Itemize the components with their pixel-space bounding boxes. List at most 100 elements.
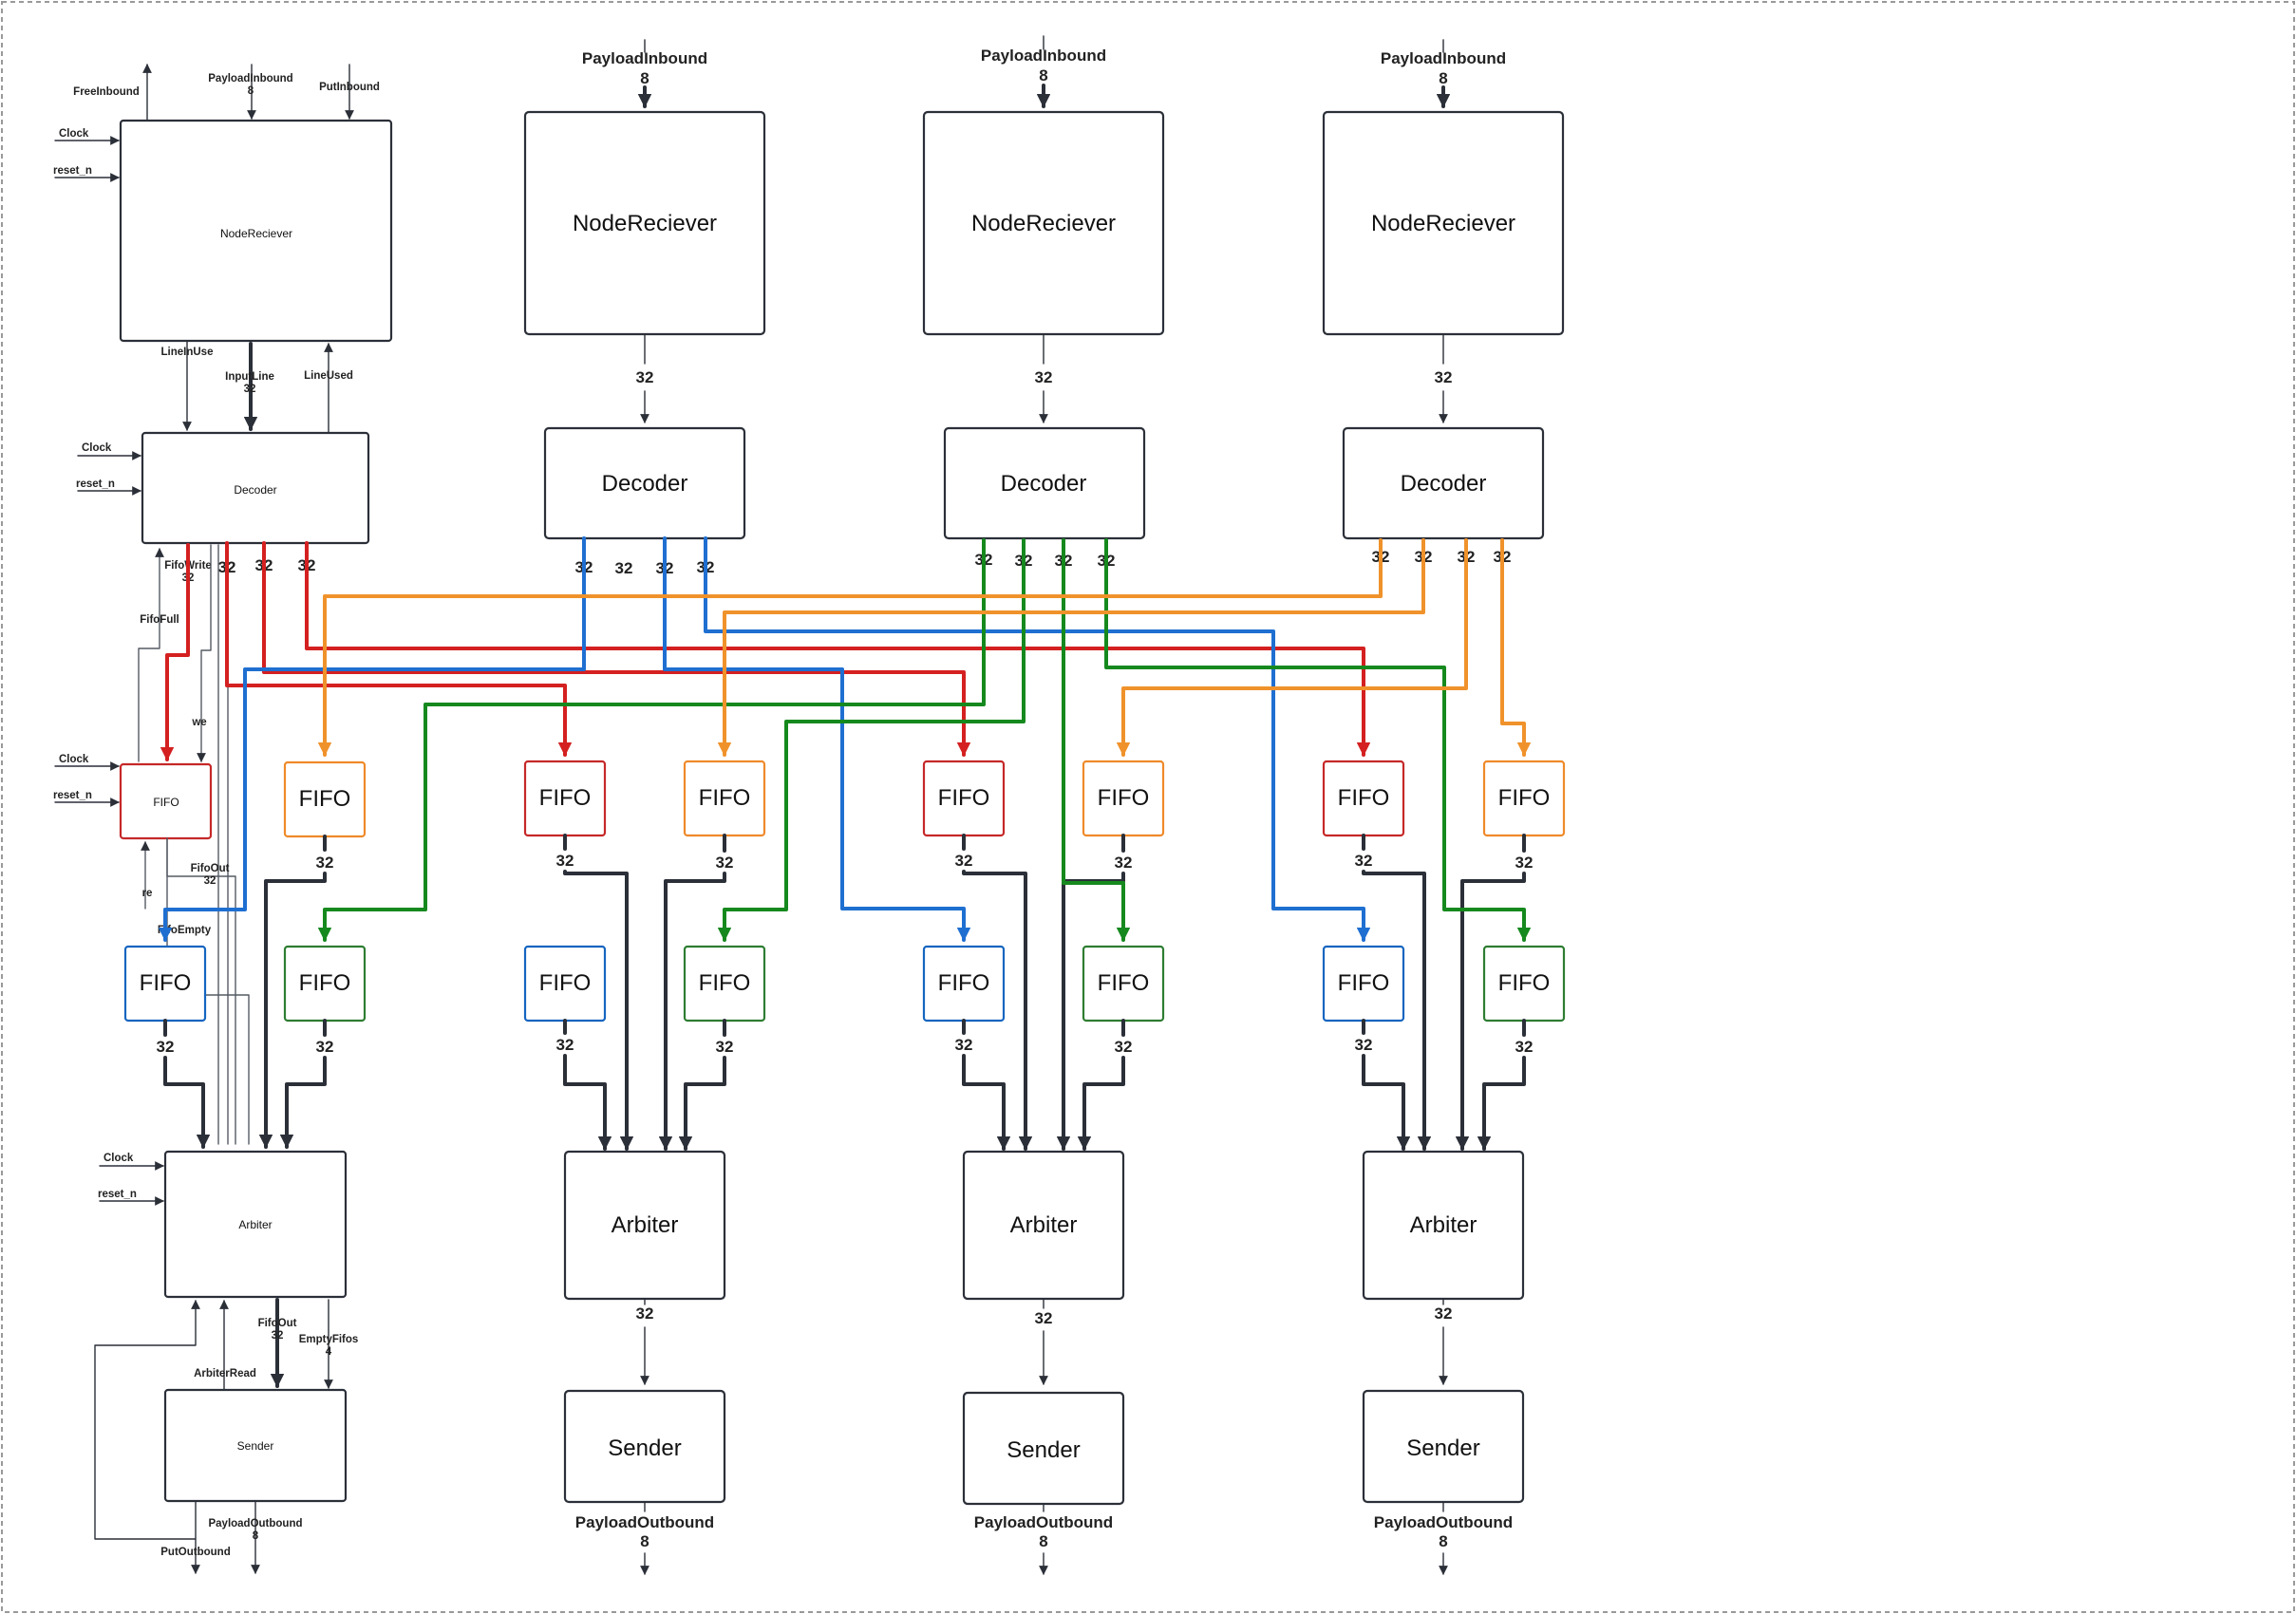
sender-2-label: Sender bbox=[608, 1436, 681, 1461]
fifo-1-blue-w: 32 bbox=[157, 1038, 175, 1056]
arb4-w: 32 bbox=[1435, 1304, 1453, 1323]
put-inbound-label: PutInbound bbox=[319, 82, 380, 93]
fifo-4-green-w: 32 bbox=[1515, 1038, 1534, 1056]
column-4: PayloadInbound 8 NodeReciever 32 Decoder… bbox=[1322, 39, 1566, 1575]
nr2-w: 32 bbox=[636, 368, 654, 386]
line-used-label: LineUsed bbox=[304, 370, 353, 382]
fifo-2-blue-label: FIFO bbox=[539, 970, 592, 996]
arb2-w: 32 bbox=[636, 1304, 654, 1323]
fifo-2-red-label: FIFO bbox=[539, 785, 592, 811]
fifo-4-green-label: FIFO bbox=[1498, 970, 1551, 996]
fifo-1-green-w: 32 bbox=[316, 1038, 334, 1056]
put-outbound-label: PutOutbound bbox=[160, 1547, 230, 1558]
sender-4-label: Sender bbox=[1406, 1436, 1479, 1461]
fifo-4-red-label: FIFO bbox=[1338, 785, 1390, 811]
arbiter-2-label: Arbiter bbox=[612, 1212, 679, 1238]
sender-1-label: Sender bbox=[237, 1439, 274, 1453]
payload-inbound-width-3: 8 bbox=[1039, 66, 1047, 84]
sender-3-label: Sender bbox=[1007, 1437, 1080, 1463]
fifo-4-blue-label: FIFO bbox=[1338, 970, 1390, 996]
fifo-2-red-w: 32 bbox=[556, 852, 574, 870]
re-label: re bbox=[142, 888, 153, 899]
arb3-w: 32 bbox=[1035, 1309, 1053, 1327]
line-in-use-label: LineInUse bbox=[161, 347, 214, 358]
payload-inbound-label-2: PayloadInbound bbox=[582, 49, 707, 67]
fifo-out-width-2: 32 bbox=[272, 1330, 284, 1342]
fifo-full-label: FifoFull bbox=[140, 614, 179, 626]
clock-label-3: Clock bbox=[59, 754, 89, 765]
dec2-w2: 32 bbox=[615, 559, 633, 577]
payload-outbound-width-3: 8 bbox=[1039, 1532, 1047, 1550]
fifo-1-orange-w: 32 bbox=[316, 854, 334, 872]
payload-inbound-label-4: PayloadInbound bbox=[1381, 49, 1506, 67]
nr3-w: 32 bbox=[1035, 368, 1053, 386]
fifo-1-blue-label: FIFO bbox=[140, 970, 192, 996]
fifo-2-orange-label: FIFO bbox=[699, 785, 751, 811]
nr4-w: 32 bbox=[1435, 368, 1453, 386]
fifo-out-label-2: FifoOut bbox=[258, 1318, 297, 1329]
fifo-2-green-w: 32 bbox=[716, 1038, 734, 1056]
clock-label-1: Clock bbox=[59, 128, 89, 140]
input-line-width: 32 bbox=[244, 384, 256, 395]
fifo-4-red-w: 32 bbox=[1355, 852, 1373, 870]
clock-label-4: Clock bbox=[104, 1153, 134, 1164]
payload-inbound-label-3: PayloadInbound bbox=[981, 47, 1106, 65]
crossbar-wires bbox=[158, 536, 1532, 942]
arbiter-3-label: Arbiter bbox=[1010, 1212, 1078, 1238]
node-receiver-4-label: NodeReciever bbox=[1371, 211, 1515, 236]
node-receiver-1 bbox=[119, 119, 393, 343]
fifo-3-blue-label: FIFO bbox=[938, 970, 990, 996]
payload-outbound-label-3: PayloadOutbound bbox=[974, 1513, 1113, 1531]
column-2: PayloadInbound 8 NodeReciever 32 Decoder… bbox=[523, 39, 766, 1575]
payload-inbound-label-1: PayloadInbound bbox=[208, 73, 292, 84]
fifo-1-orange-label: FIFO bbox=[299, 786, 351, 812]
arbiter-read-label: ArbiterRead bbox=[194, 1368, 256, 1379]
clock-label-2: Clock bbox=[82, 442, 112, 454]
reset-label-4: reset_n bbox=[98, 1189, 137, 1200]
fifo-3-orange-label: FIFO bbox=[1098, 785, 1150, 811]
payload-inbound-width-1: 8 bbox=[248, 85, 254, 97]
payload-outbound-label-1: PayloadOutbound bbox=[208, 1518, 302, 1530]
payload-outbound-width-4: 8 bbox=[1439, 1532, 1447, 1550]
fifo-3-red-w: 32 bbox=[955, 852, 973, 870]
fifo-4-orange-w: 32 bbox=[1515, 854, 1534, 872]
reset-label-1: reset_n bbox=[53, 165, 92, 177]
payload-inbound-width-2: 8 bbox=[640, 69, 649, 87]
reset-label-2: reset_n bbox=[76, 479, 115, 490]
decoder-3-label: Decoder bbox=[1001, 471, 1087, 497]
fifo-2-blue-w: 32 bbox=[556, 1036, 574, 1054]
fifo-3-green-label: FIFO bbox=[1098, 970, 1150, 996]
fifo-4-blue-w: 32 bbox=[1355, 1036, 1373, 1054]
arbiter-4-label: Arbiter bbox=[1410, 1212, 1477, 1238]
payload-outbound-width-2: 8 bbox=[640, 1532, 649, 1550]
fifo-3-green-w: 32 bbox=[1115, 1038, 1133, 1056]
fifo-1-red bbox=[119, 762, 213, 840]
payload-outbound-label-4: PayloadOutbound bbox=[1374, 1513, 1513, 1531]
payload-outbound-label-2: PayloadOutbound bbox=[575, 1513, 714, 1531]
fifo-2-orange-w: 32 bbox=[716, 854, 734, 872]
node-receiver-2-label: NodeReciever bbox=[573, 211, 717, 236]
decoder-4 bbox=[1342, 426, 1545, 540]
empty-fifos-width: 4 bbox=[326, 1346, 332, 1358]
node-receiver-3-label: NodeReciever bbox=[971, 211, 1116, 236]
decoder-2-label: Decoder bbox=[602, 471, 688, 497]
empty-fifos-label: EmptyFifos bbox=[299, 1334, 359, 1345]
we-label: we bbox=[191, 717, 206, 728]
fifo-out-label-1: FifoOut bbox=[191, 863, 230, 874]
free-inbound-label: FreeInbound bbox=[73, 86, 140, 98]
fifo-1-green-label: FIFO bbox=[299, 970, 351, 996]
arbiter-1 bbox=[163, 1150, 348, 1299]
arbiter-1-label: Arbiter bbox=[238, 1218, 272, 1231]
fifo-4-orange-label: FIFO bbox=[1498, 785, 1551, 811]
decoder-2 bbox=[543, 426, 746, 540]
decoder-4-label: Decoder bbox=[1401, 471, 1487, 497]
decoder-1-label: Decoder bbox=[234, 483, 276, 497]
decoder-1 bbox=[141, 431, 370, 545]
column-3: PayloadInbound 8 NodeReciever 32 Decoder… bbox=[922, 35, 1165, 1575]
fifo-out-width-1: 32 bbox=[204, 875, 216, 887]
payload-inbound-width-4: 8 bbox=[1439, 69, 1447, 87]
fifo-3-blue-w: 32 bbox=[955, 1036, 973, 1054]
reset-label-3: reset_n bbox=[53, 790, 92, 801]
